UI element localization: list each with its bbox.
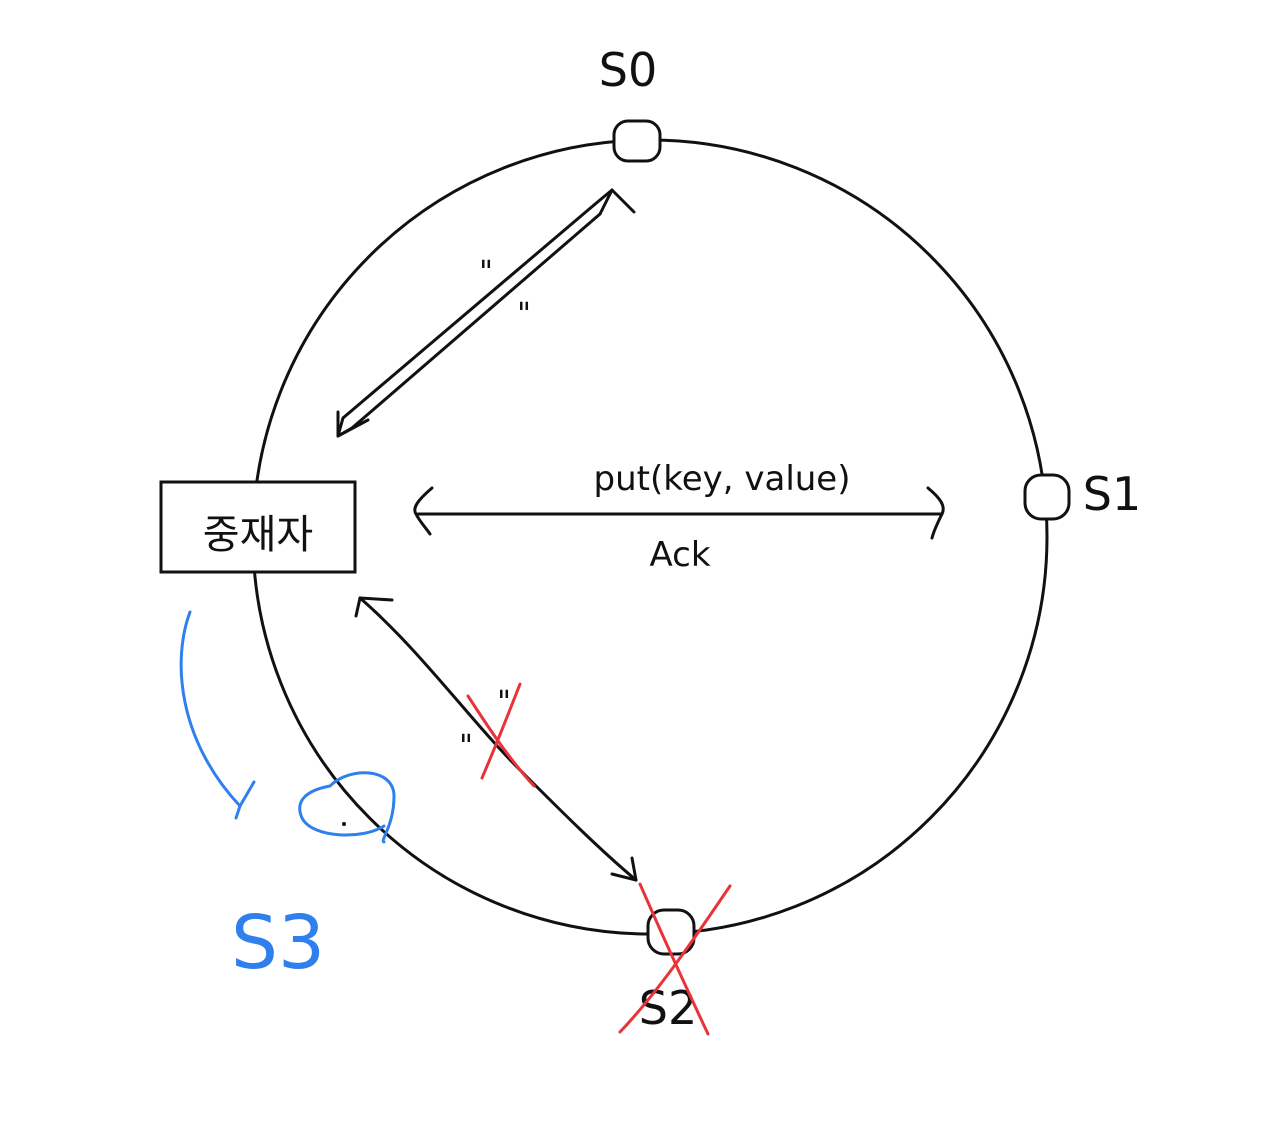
ditto-mark-lower: ": [517, 297, 531, 332]
message-failure-cross-icon: [466, 682, 536, 788]
s0-marker: [612, 119, 662, 163]
s3-label: S3: [231, 900, 325, 986]
s3-marker: [298, 771, 396, 844]
s1-marker: [1023, 473, 1071, 521]
ditto-mark-upper: ": [479, 255, 493, 290]
server-node-s0: S0: [599, 43, 662, 163]
s1-label: S1: [1083, 467, 1141, 521]
arrow-mediator-s1: [413, 486, 945, 540]
server-node-s2: S2: [618, 882, 732, 1036]
mediator-box: [159, 480, 357, 574]
s0-label: S0: [599, 43, 657, 97]
failure-cross-icon: [618, 882, 732, 1036]
mediator-label: 중재자: [203, 512, 313, 558]
curved-arrow-icon: [179, 610, 256, 820]
ditto-mark-failed-left: ": [459, 729, 473, 764]
request-message-label: put(key, value): [594, 459, 851, 499]
ack-message-label: Ack: [649, 535, 710, 575]
arrow-mediator-s0: [336, 188, 636, 438]
server-node-s1: S1: [1023, 467, 1141, 521]
server-node-s3: S3: [231, 771, 396, 986]
s3-point: [342, 822, 346, 826]
ditto-mark-failed-right: ": [497, 685, 511, 720]
mediator-node: 중재자: [159, 480, 357, 574]
